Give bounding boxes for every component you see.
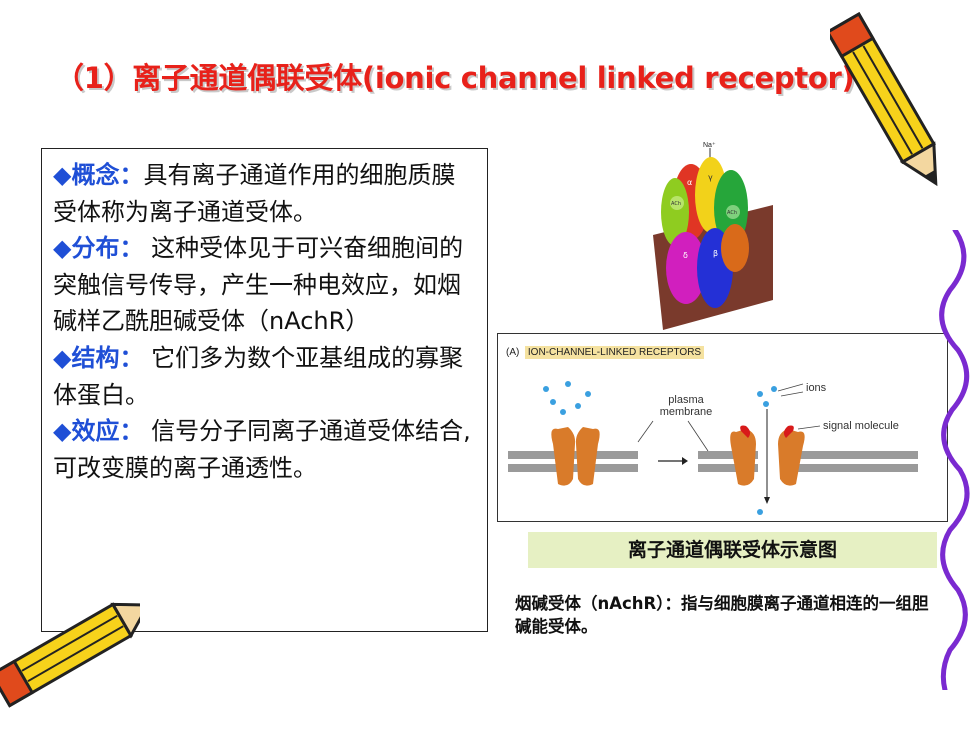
pencil-decoration-top-icon (830, 12, 938, 187)
ions-label: ions (806, 382, 827, 394)
bullet-diamond: ◆ (53, 161, 72, 189)
squiggle-decoration-icon (939, 230, 970, 690)
diagram-heading: (A) ION-CHANNEL-LINKED RECEPTORS (506, 346, 705, 359)
protein-label-ach-left: ACh (671, 201, 681, 207)
receptor-protein-illustration: Na⁺ α γ ACh ACh δ β (653, 142, 773, 330)
signal-molecule-label: signal molecule (823, 420, 899, 432)
diagram-title: ION-CHANNEL-LINKED RECEPTORS (524, 346, 705, 359)
point-structure: ◆结构： 它们多为数个亚基组成的寡聚体蛋白。 (53, 340, 477, 413)
bullet-diamond: ◆ (53, 343, 72, 372)
protein-label-alpha: α (687, 178, 692, 187)
content-box: ◆概念：具有离子通道作用的细胞质膜受体称为离子通道受体。 ◆分布： 这种受体见于… (41, 148, 488, 632)
point-effect: ◆效应： 信号分子同离子通道受体结合,可改变膜的离子通透性。 (53, 413, 477, 486)
plasma-membrane-label: plasma membrane (659, 394, 713, 418)
bullet-diamond: ◆ (53, 417, 72, 446)
point-label: 效应： (71, 417, 144, 446)
diagram-drawing (508, 381, 918, 515)
protein-label-na: Na⁺ (703, 142, 716, 149)
protein-label-gamma: γ (708, 173, 713, 182)
nachr-note: 烟碱受体（nAchR）：指与细胞膜离子通道相连的一组胆碱能受体。 (515, 592, 935, 638)
slide-title: （1）离子通道偶联受体(ionic channel linked recepto… (55, 61, 855, 95)
protein-label-delta: δ (683, 251, 688, 260)
point-text: 这种受体见于可兴奋细胞间的突触信号传导，产生一种电效应，如烟碱样乙酰胆碱受体（n… (53, 234, 464, 336)
point-concept: ◆概念：具有离子通道作用的细胞质膜受体称为离子通道受体。 (53, 157, 477, 230)
point-text: 具有离子通道作用的细胞质膜受体称为离子通道受体。 (53, 161, 456, 226)
point-label: 概念： (71, 161, 144, 189)
point-label: 结构： (71, 343, 144, 372)
pencil-decoration-bottom-icon (0, 602, 140, 708)
ion-channel-diagram: (A) ION-CHANNEL-LINKED RECEPTORS (497, 333, 948, 522)
figure-caption: 离子通道偶联受体示意图 (528, 532, 937, 568)
nachr-note-text: 烟碱受体（nAchR）：指与细胞膜离子通道相连的一组胆碱能受体。 (515, 594, 929, 636)
protein-label-ach-right: ACh (727, 210, 737, 216)
point-text: 信号分子同离子通道受体结合,可改变膜的离子通透性。 (53, 417, 471, 482)
point-label: 分布： (71, 234, 144, 263)
protein-label-beta: β (713, 249, 718, 258)
bullet-diamond: ◆ (53, 234, 72, 263)
point-distribution: ◆分布： 这种受体见于可兴奋细胞间的突触信号传导，产生一种电效应，如烟碱样乙酰胆… (53, 230, 477, 340)
panel-label: (A) (506, 347, 520, 358)
point-text: 它们多为数个亚基组成的寡聚体蛋白。 (53, 343, 464, 409)
